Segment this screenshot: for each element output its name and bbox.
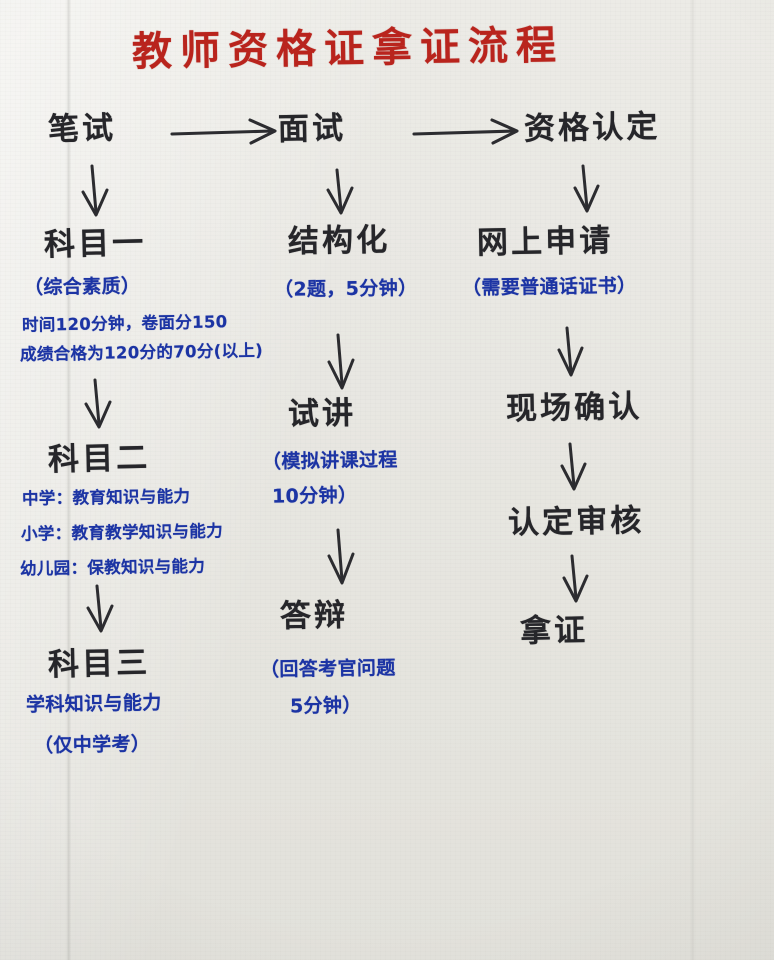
arrow-trial-lecture-to-defense — [327, 528, 355, 585]
arrow-onsite-confirm-to-review — [560, 442, 587, 491]
page-title: 教师资格证拿证流程 — [131, 21, 565, 76]
step-heading-subject-1: 科目一 — [43, 224, 147, 264]
step-heading-trial-lecture: 试讲 — [287, 395, 357, 433]
arrow-interview-to-certification — [412, 118, 519, 145]
step-heading-online-apply: 网上申请 — [476, 222, 614, 262]
step-note-trial-lecture-line-2: 10分钟） — [271, 484, 358, 508]
step-heading-subject-3: 科目三 — [47, 644, 151, 684]
step-note-subject-2-line-2: 小学：教育教学知识与能力 — [20, 521, 224, 544]
step-note-online-apply-line-1: （需要普通话证书） — [461, 274, 637, 300]
stage-label-written-exam: 笔试 — [47, 110, 117, 148]
step-heading-subject-2: 科目二 — [47, 439, 151, 479]
stage-label-interview: 面试 — [277, 110, 347, 148]
step-note-subject-1-line-2: 时间120分钟，卷面分150 — [21, 312, 228, 335]
step-note-subject-3-line-1: 学科知识与能力 — [25, 691, 162, 717]
step-heading-defense: 答辩 — [279, 597, 349, 635]
arrow-review-to-get-certificate — [562, 554, 589, 603]
arrow-written-to-interview — [170, 118, 277, 145]
paper-crease-right — [690, 0, 695, 960]
step-note-defense-line-1: （回答考官问题 — [259, 657, 396, 681]
arrow-certification-to-online-apply — [573, 164, 600, 213]
arrow-structured-to-trial-lecture — [327, 333, 355, 390]
step-note-subject-3-line-2: （仅中学考） — [33, 732, 151, 758]
step-note-subject-1-line-1: （综合素质） — [23, 275, 141, 299]
stage-label-certification: 资格认定 — [523, 108, 661, 148]
arrow-written-to-subject1 — [81, 164, 109, 217]
step-note-defense-line-2: 5分钟） — [289, 694, 362, 718]
arrow-subject1-to-subject2 — [84, 378, 112, 429]
step-heading-structured: 结构化 — [287, 222, 391, 260]
step-note-subject-2-line-3: 幼儿园：保教知识与能力 — [19, 556, 206, 579]
arrow-online-apply-to-onsite-confirm — [557, 326, 584, 377]
step-heading-get-certificate: 拿证 — [519, 612, 589, 650]
step-note-subject-1-line-3: 成绩合格为120分的70分(以上) — [19, 340, 264, 365]
step-note-subject-2-line-1: 中学：教育知识与能力 — [21, 486, 191, 509]
arrow-subject2-to-subject3 — [86, 584, 114, 633]
step-heading-review: 认定审核 — [507, 502, 645, 542]
step-heading-onsite-confirm: 现场确认 — [505, 388, 643, 428]
arrow-interview-to-structured — [326, 168, 354, 215]
step-note-structured-line-1: （2题，5分钟） — [273, 277, 418, 301]
step-note-trial-lecture-line-1: （模拟讲课过程 — [261, 448, 398, 474]
